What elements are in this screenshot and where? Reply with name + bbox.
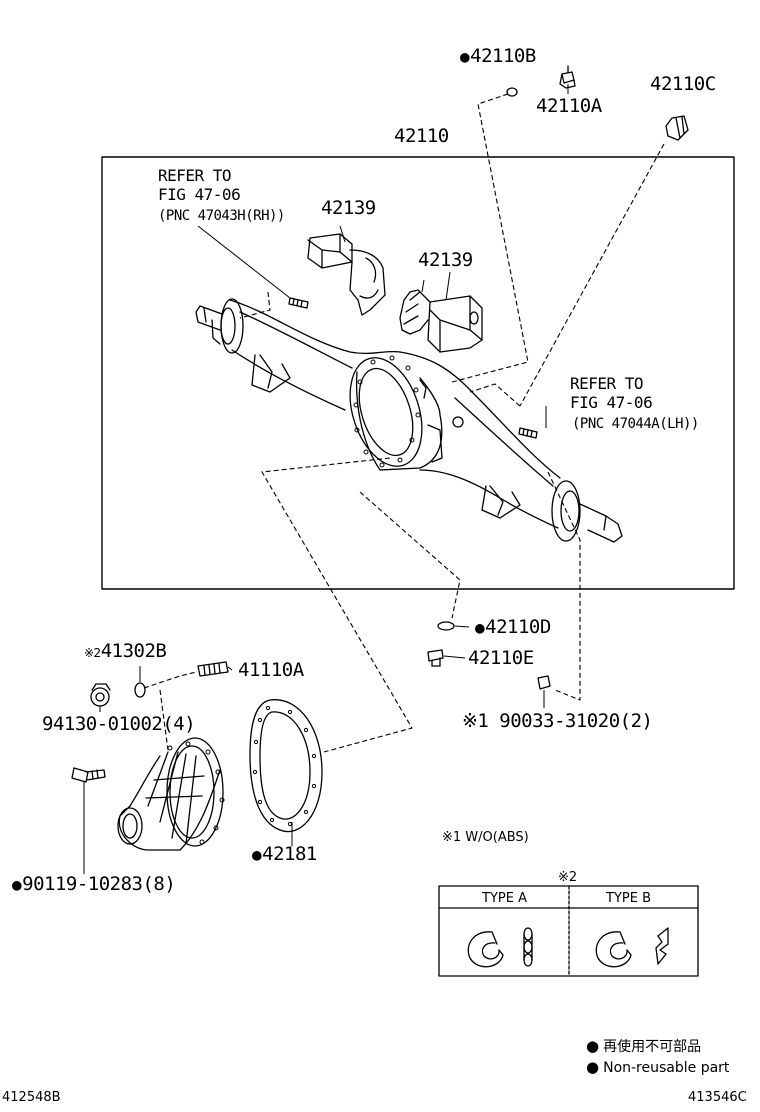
plug-42110A [559,65,576,89]
note-abs: ※1 W/O(ABS) [442,830,529,845]
footer-code-left: 412548B [2,1090,61,1105]
label-refer-rh-line2: FIG 47-06 [158,185,241,204]
leader-lines [143,93,665,753]
bolt-90119 [71,767,106,783]
label-42139-right: 42139 [418,249,473,271]
bracket-42139-left [307,233,386,316]
label-refer-rh-line3: (PNC 47043H(RH)) [158,208,285,224]
differential-carrier [117,737,225,851]
type-b-header: TYPE B [606,891,651,906]
washer-41302B [134,682,146,698]
footer-code-right: 413546C [688,1090,747,1105]
gasket-42181 [249,699,323,833]
label-90119: 90119-10283(8) [12,874,176,895]
wheel-stud-lh [518,427,538,439]
plug-42110E [427,649,444,667]
label-refer-lh-line2: FIG 47-06 [570,393,653,412]
assembly-frame [101,156,735,590]
spring-washer-type-a-icon [467,931,504,968]
label-42110D: 42110D [475,617,551,638]
label-refer-lh-line3: (PNC 47044A(LH)) [572,416,699,432]
label-42110C: 42110C [650,73,716,95]
label-refer-rh-line1: REFER TO [158,166,232,185]
bullet-icon: ● [586,1037,600,1055]
label-42110: 42110 [394,125,449,147]
legend: ●再使用不可部品 ●Non-reusable part [586,1036,729,1078]
label-42139-left: 42139 [321,197,376,219]
table-mark-2: ※2 [558,870,578,885]
label-94130: 94130-01002(4) [42,713,196,735]
plug-90033-31020 [537,675,551,690]
bracket-42139-right [399,289,483,353]
axle-housing [195,298,623,543]
legend-en: ●Non-reusable part [586,1058,730,1076]
washer-42110B [506,87,518,97]
stud-41110A [197,661,229,677]
mark-2: ※2 [84,646,101,660]
type-a-header: TYPE A [482,891,527,906]
wheel-stud-rh [288,297,309,309]
label-42110B: 42110B [460,46,536,67]
nut-94130 [90,683,111,707]
label-refer-lh-line1: REFER TO [570,374,644,393]
bullet-icon: ● [586,1058,600,1076]
washer-42110D [437,621,455,631]
label-42110A: 42110A [536,95,602,117]
spring-washer-type-b-icon [595,931,632,968]
label-41302B: ※241302B [84,640,167,662]
label-90033: ※1 90033-31020(2) [462,710,653,732]
spring-washer-type-a-side-icon [523,927,533,967]
spring-washer-type-b-side-icon [655,927,669,965]
label-42181: 42181 [252,844,317,865]
leader-solid [83,84,569,874]
label-41110A: 41110A [238,659,304,681]
legend-jp: ●再使用不可部品 [586,1037,702,1055]
plug-42110C [665,115,689,141]
washer-type-table [438,885,699,977]
label-42110E: 42110E [468,647,534,669]
